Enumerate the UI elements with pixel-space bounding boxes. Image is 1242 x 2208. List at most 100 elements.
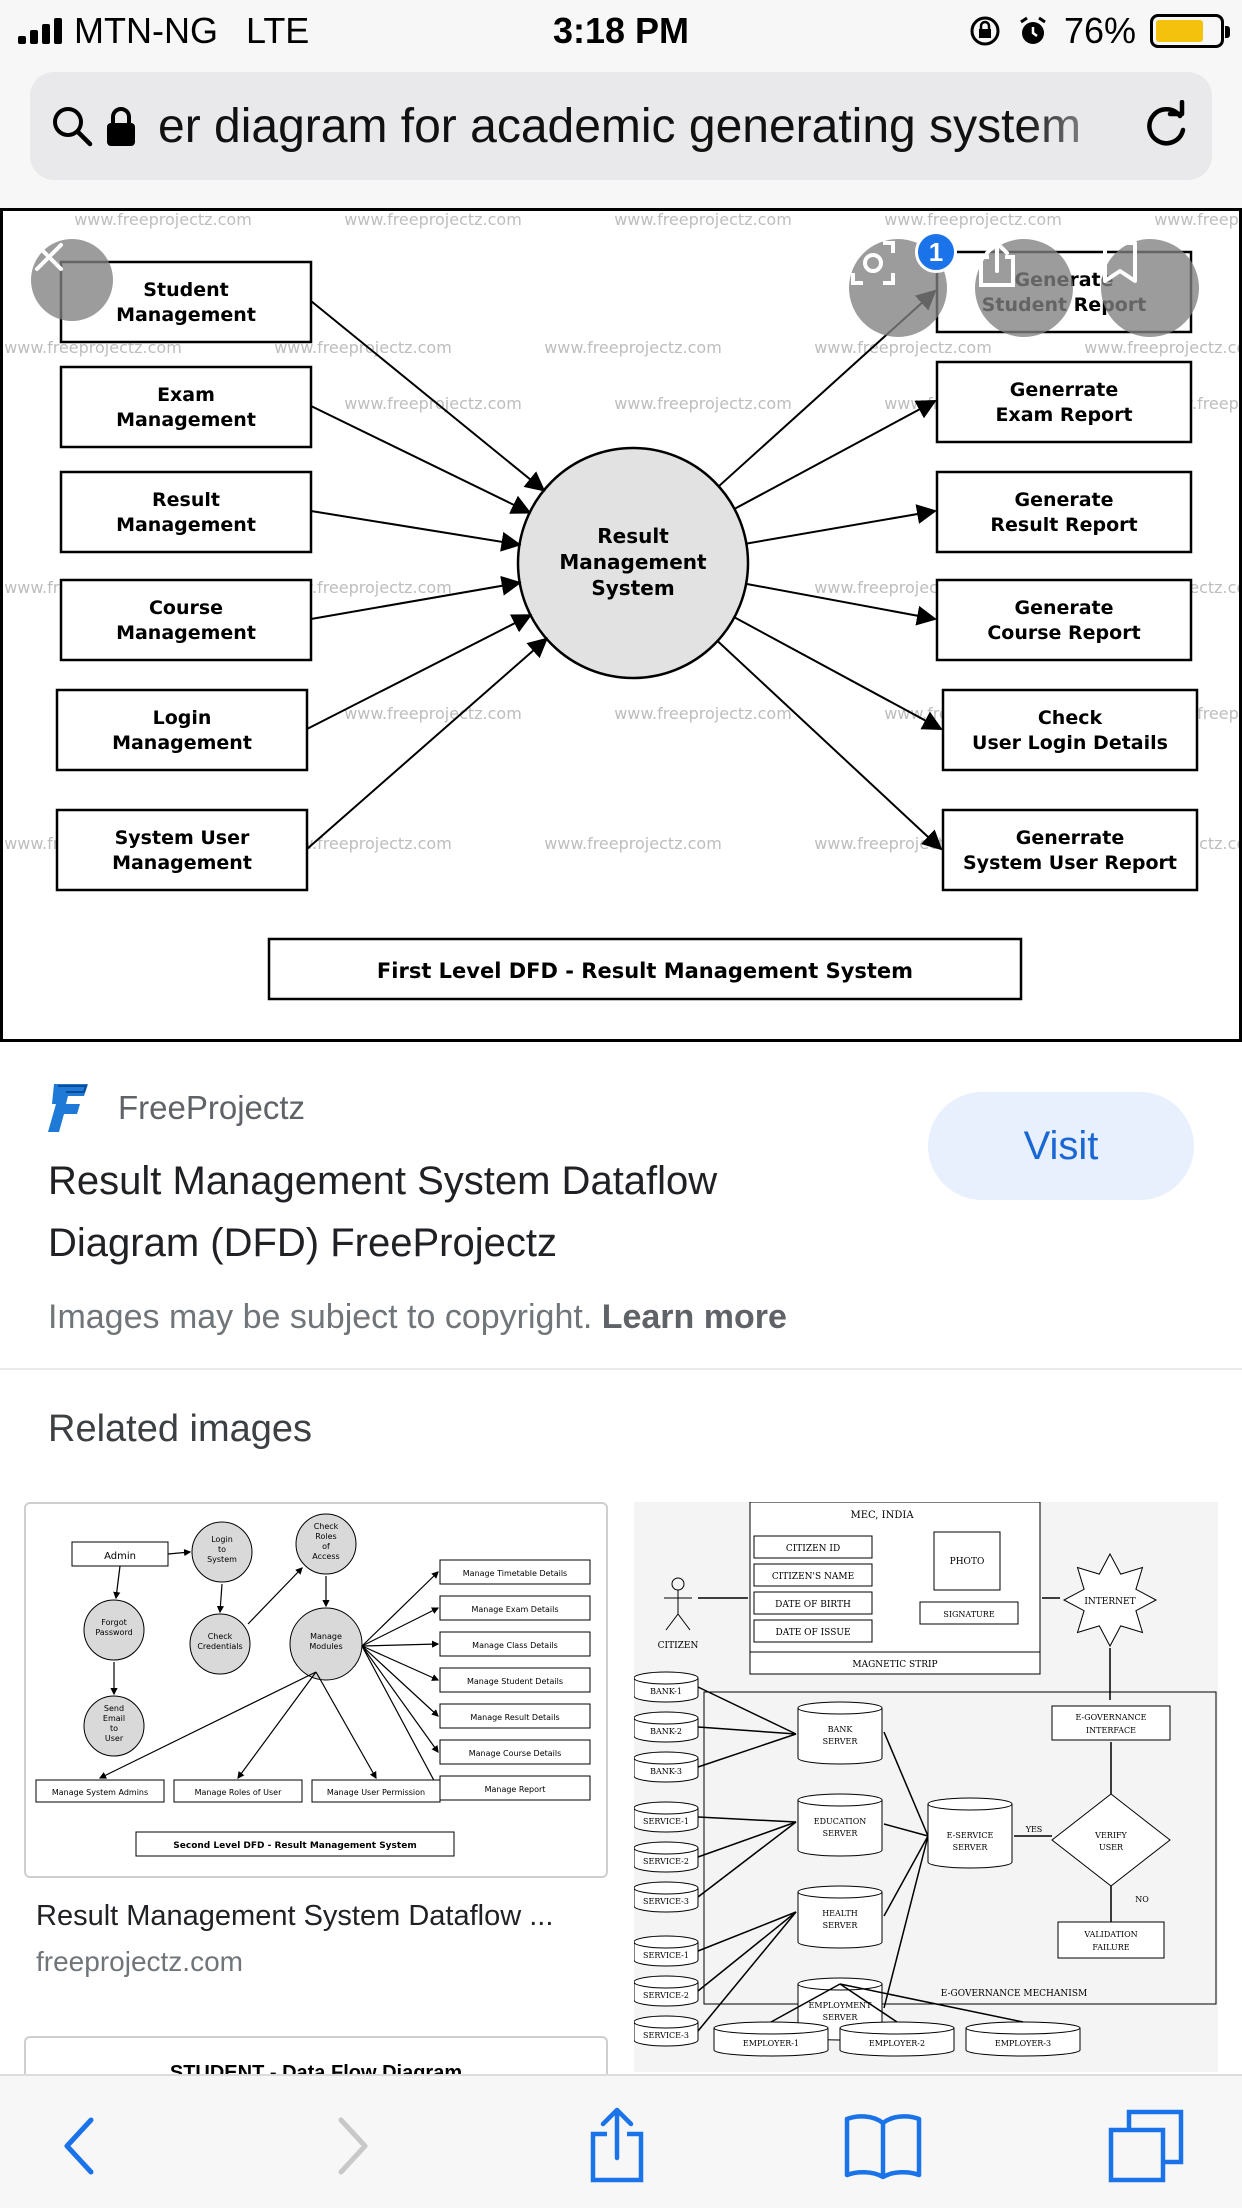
card-field: MEC, INDIA (850, 1510, 914, 1521)
interface-label: E-GOVERNANCE (1076, 1713, 1147, 1722)
bottom-label: Manage Roles of User (195, 1788, 282, 1797)
input-entity-box (55, 688, 309, 772)
visit-button[interactable]: Visit (928, 1092, 1194, 1200)
server-label: SERVER (823, 2013, 859, 2022)
output-entity-label: Result Report (990, 514, 1137, 536)
input-flow-arrow (310, 575, 522, 620)
source-row[interactable]: FreeProjectz (48, 1080, 305, 1136)
store-cylinder-body (634, 2022, 699, 2047)
dfd-diagram: www.freeprojectz.com www.freeprojectz.com… (4, 211, 1239, 1001)
share-image-button[interactable] (975, 239, 1073, 337)
status-right: 76% (968, 10, 1230, 52)
bottom-box (35, 1779, 165, 1803)
output-entity-label: System User Report (963, 852, 1177, 874)
close-button[interactable] (31, 239, 113, 321)
flow-arrow (113, 1565, 121, 1600)
related-image-1-caption[interactable]: Result Management System Dataflow ... (36, 1900, 554, 1932)
result-title[interactable]: Result Management System Dataflow Diagra… (48, 1159, 718, 1265)
input-entity-label: Management (116, 514, 256, 536)
flow-line (839, 1983, 898, 2023)
flow-arrow (237, 1671, 317, 1779)
output-label: Manage Exam Details (471, 1605, 558, 1614)
share-icon (590, 2107, 644, 2183)
bookmark-icon (1103, 241, 1137, 283)
watermark-text: www.freeprojectz.com (614, 704, 792, 723)
alarm-icon (1020, 16, 1046, 44)
back-button[interactable] (34, 2106, 124, 2186)
flow-arrow (98, 1671, 317, 1779)
main-image[interactable]: www.freeprojectz.com www.freeprojectz.com… (0, 208, 1242, 1042)
watermark-text: www.freeprojectz.com (344, 704, 522, 723)
output-flow-arrow (716, 640, 943, 851)
input-entity-label: Management (116, 409, 256, 431)
server-label: EMPLOYMENT (809, 2001, 873, 2010)
tabs-button[interactable] (1102, 2106, 1192, 2186)
server-cylinder-body (797, 1892, 883, 1949)
node-label: Password (95, 1628, 132, 1637)
input-entity-box (55, 808, 309, 892)
bookmarks-button[interactable] (838, 2106, 928, 2186)
output-flow-arrow (746, 504, 937, 545)
flow-arrow (216, 1583, 225, 1614)
related-image-1-diagram: AdminLogintoSystemCheckRolesofAccessForg… (35, 1513, 591, 1857)
related-heading: Related images (48, 1408, 313, 1450)
flow-line (770, 1983, 841, 2023)
card-field-box (753, 1535, 873, 1559)
output-box (439, 1595, 591, 1621)
employer-cylinder-top (839, 2021, 955, 2035)
eservice-label: SERVER (953, 1843, 989, 1852)
share-button[interactable] (572, 2106, 662, 2186)
strip-label: MAGNETIC STRIP (852, 1660, 937, 1670)
output-flow-arrow (745, 582, 937, 626)
flow-line (697, 1911, 797, 1952)
output-entity-box (941, 808, 1199, 892)
node-label: of (322, 1542, 330, 1551)
interface-label: INTERFACE (1086, 1726, 1136, 1735)
flow-line (883, 1835, 929, 2009)
flow-arrow (361, 1571, 439, 1647)
back-icon (64, 2117, 94, 2175)
center-process-label: Management (559, 550, 707, 574)
input-flow-arrow (310, 405, 532, 514)
watermark-text: www.freeprojectz.com (814, 338, 992, 357)
bottom-box (173, 1779, 303, 1803)
forward-button[interactable] (308, 2106, 398, 2186)
url-text[interactable]: er diagram for academic generating syste… (158, 99, 1082, 153)
flow-arrow (315, 1671, 377, 1780)
node-label: Check (314, 1522, 339, 1531)
input-flow-arrow (306, 637, 549, 850)
url-bar[interactable]: er diagram for academic generating syste… (30, 72, 1212, 180)
photo-box (933, 1531, 1001, 1591)
lens-icon (851, 241, 895, 285)
output-label: Manage Course Details (469, 1749, 562, 1758)
card-field: CITIZEN'S NAME (772, 1572, 854, 1582)
bottom-box (311, 1779, 441, 1803)
node-label: Check (208, 1632, 233, 1641)
flow-arrow (361, 1607, 440, 1647)
failure-box (1057, 1921, 1165, 1959)
learn-more-link[interactable]: Learn more (601, 1298, 787, 1336)
employer-cylinder-body (965, 2028, 1081, 2057)
card-field: CITIZEN ID (786, 1544, 840, 1554)
flow-arrow (361, 1640, 440, 1648)
watermark-text: www.freeprojectz.com (1154, 211, 1239, 229)
internet-label: INTERNET (1084, 1597, 1135, 1607)
node-label: User (105, 1734, 124, 1743)
watermark-text: www.freeprojectz.com (884, 211, 1062, 229)
center-process-circle (516, 446, 750, 680)
watermark-text: www.freeprojectz.com (274, 338, 452, 357)
save-image-button[interactable] (1101, 239, 1199, 337)
output-box (439, 1667, 591, 1693)
diagram-caption-box (267, 937, 1023, 1001)
watermark-text: www.freeprojectz.com (1084, 338, 1239, 357)
store-cylinder-top (634, 1841, 699, 1855)
flow-arrow (361, 1645, 439, 1790)
citizen-body (664, 1590, 692, 1631)
reload-icon[interactable] (1140, 100, 1192, 152)
store-label: SERVICE-3 (643, 2031, 689, 2040)
share-icon (979, 240, 1015, 287)
failure-label: VALIDATION (1083, 1930, 1137, 1939)
